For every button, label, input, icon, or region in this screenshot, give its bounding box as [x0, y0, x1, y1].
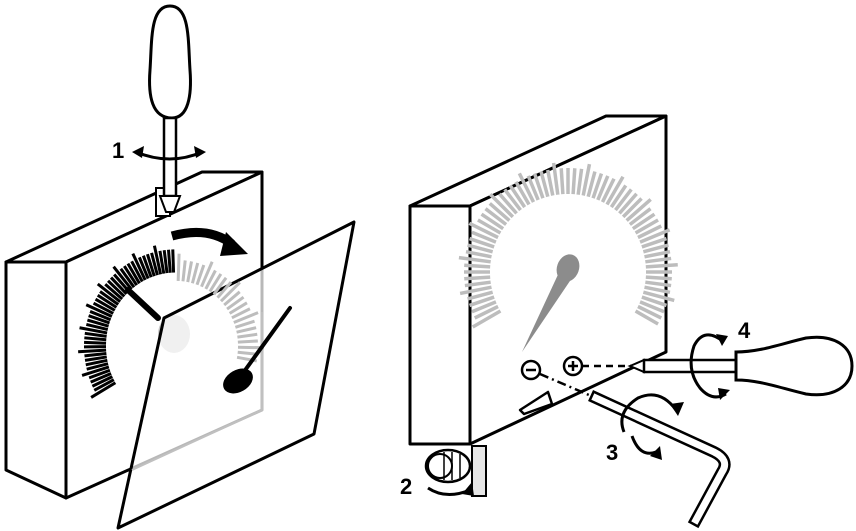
step-4-label: 4: [738, 318, 751, 343]
scale-tick: [173, 249, 174, 272]
step-4-arrow-top: [716, 334, 728, 346]
right-instrument: [410, 116, 678, 496]
scale-tick: [464, 265, 490, 267]
screwdriver-shaft: [164, 118, 176, 196]
screwdriver-handle: [150, 6, 191, 118]
step-4-arrow-bottom: [718, 388, 730, 400]
scale-tick: [646, 265, 678, 267]
right-case-side: [410, 206, 470, 444]
scale-tick: [561, 168, 563, 194]
left-case-side: [6, 262, 66, 498]
scale-tick: [84, 342, 106, 343]
scale-tick: [84, 338, 106, 340]
step-2-label: 2: [400, 474, 412, 499]
scale-tick: [78, 350, 106, 352]
step-1-arrow-right: [194, 146, 206, 158]
screwdriver-handle: [736, 337, 852, 395]
step-1-label: 1: [112, 138, 124, 163]
scale-tick: [178, 254, 179, 281]
plus-screw-icon[interactable]: [564, 357, 582, 375]
step-2-arrow-head: [462, 482, 474, 496]
scale-tick: [573, 168, 575, 194]
knob-icon[interactable]: [426, 446, 486, 496]
scale-tick: [238, 341, 258, 342]
scale-tick: [464, 277, 490, 279]
step-3-label: 3: [606, 440, 618, 465]
minus-screw-icon[interactable]: [522, 361, 540, 379]
step-1-arrow-left: [132, 146, 144, 158]
step-3-arrow-top: [670, 402, 684, 416]
scale-tick: [646, 277, 672, 279]
scale-tick: [168, 250, 170, 273]
